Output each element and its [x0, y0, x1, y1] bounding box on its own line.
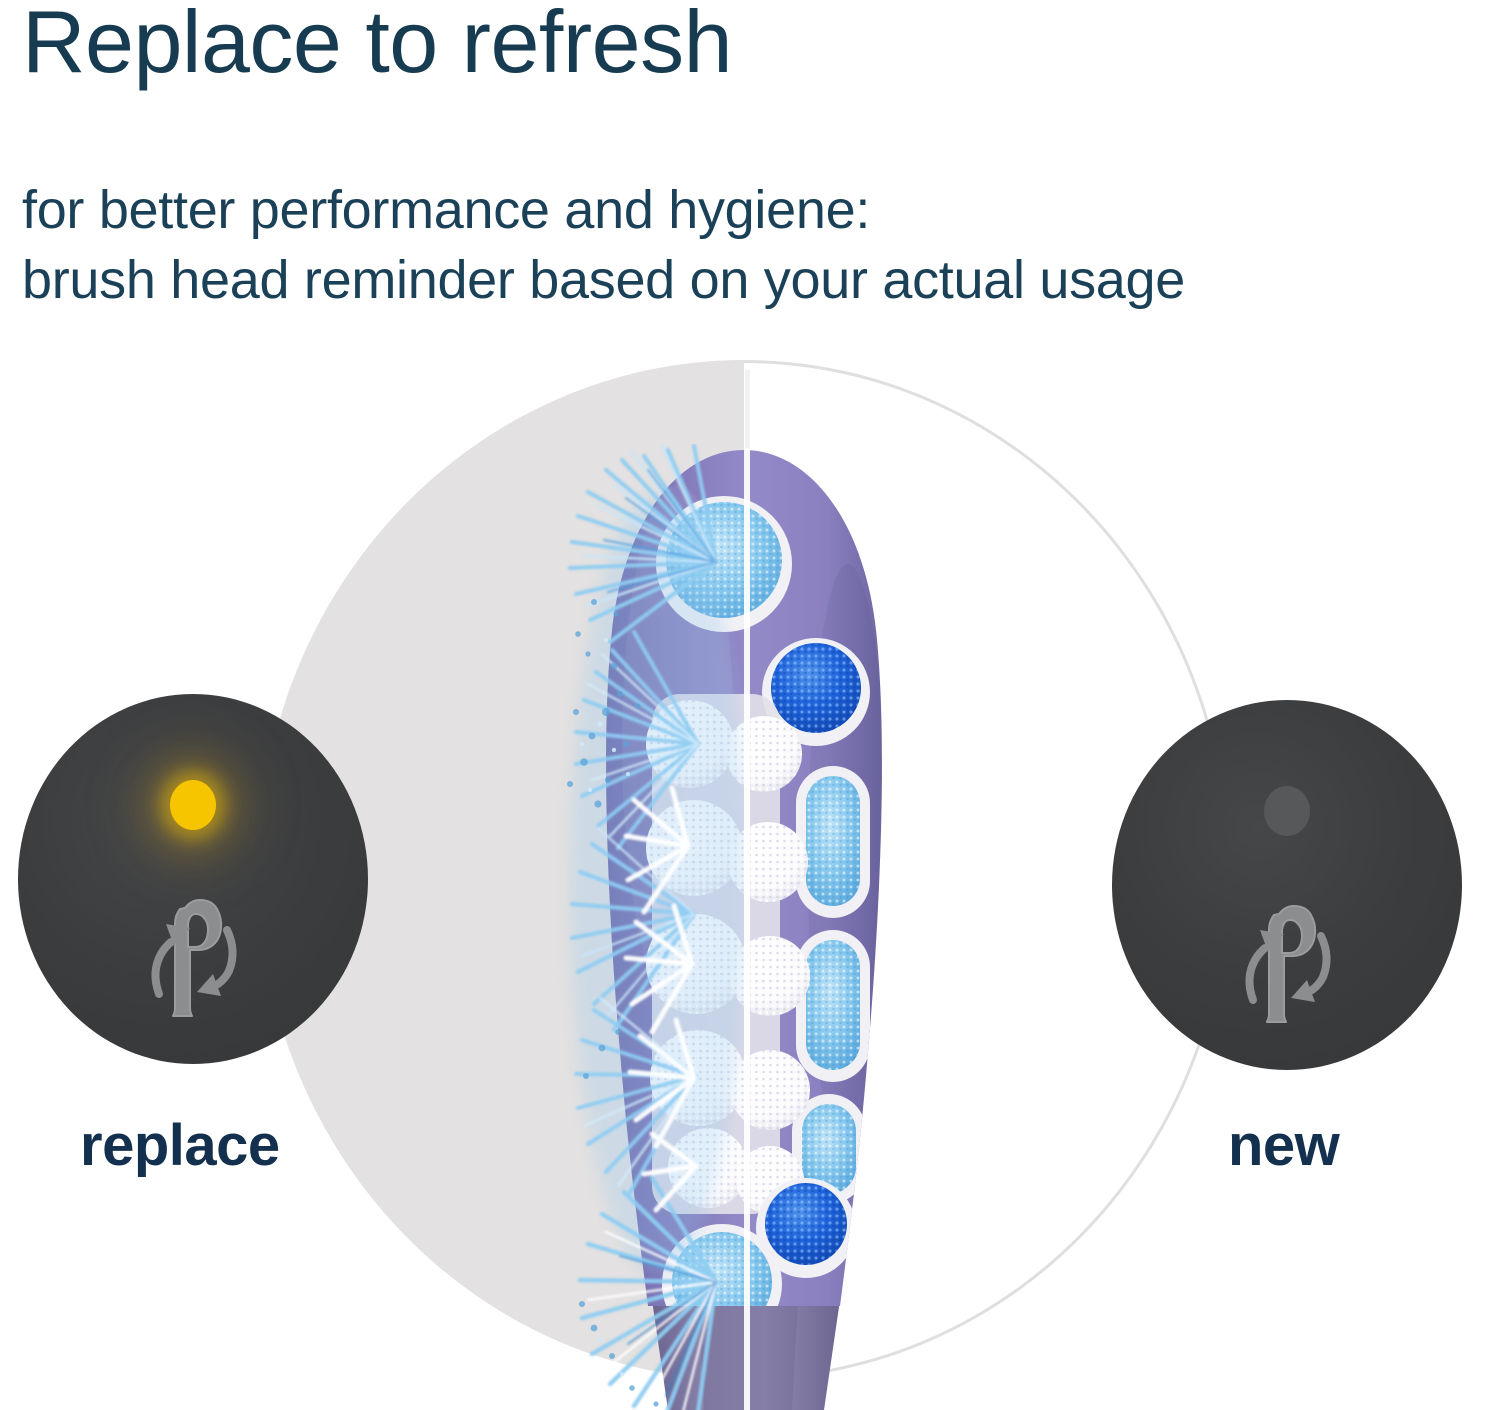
- subtitle-line-2: brush head reminder based on your actual…: [22, 250, 1185, 311]
- page-title: Replace to refresh: [22, 0, 733, 91]
- page-subtitle: for better performance and hygiene: brus…: [22, 175, 1185, 315]
- tuft-white-8: [730, 1050, 810, 1130]
- badge-new: [1112, 700, 1462, 1070]
- led-indicator-on: [170, 780, 216, 830]
- comparison-stage: replace new: [0, 352, 1500, 1410]
- subtitle-line-1: for better performance and hygiene:: [22, 180, 871, 240]
- tuft-upper-deepblue-circle: [762, 638, 870, 746]
- brush-head-replace-icon: [127, 890, 259, 1030]
- split-divider-top: [745, 370, 750, 448]
- brush-head-illustration: [548, 370, 928, 1410]
- brush-head-replace-icon: [1221, 896, 1353, 1036]
- tuft-capsule-lower: [792, 1094, 866, 1204]
- tuft-capsule-mid: [796, 930, 870, 1082]
- split-divider: [744, 444, 750, 1410]
- worn-bristles-overlay: [567, 444, 746, 1410]
- caption-replace: replace: [80, 1113, 280, 1178]
- tuft-bottom-deepblue-circle: [756, 1178, 856, 1278]
- caption-new: new: [1228, 1113, 1340, 1178]
- led-indicator-off: [1264, 786, 1310, 836]
- tuft-capsule-upper: [796, 766, 870, 918]
- badge-replace: [18, 694, 368, 1064]
